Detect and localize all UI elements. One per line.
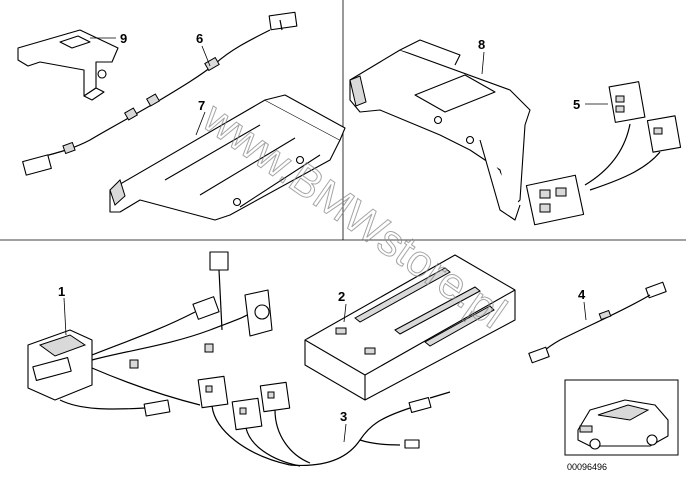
part-4-cable[interactable] (528, 281, 667, 364)
callout-5: 5 (573, 97, 580, 112)
callout-3: 3 (340, 409, 347, 424)
part-6-cable[interactable] (22, 11, 298, 176)
part-3-harness[interactable] (197, 375, 451, 467)
callout-3-leader (343, 423, 347, 443)
callout-7: 7 (198, 98, 205, 113)
callout-6-leader (201, 45, 211, 67)
callout-1: 1 (58, 284, 65, 299)
callout-8: 8 (478, 37, 485, 52)
part-1-harness[interactable] (27, 251, 273, 417)
callout-2: 2 (338, 289, 345, 304)
reference-code: 00096496 (567, 462, 607, 472)
callout-9: 9 (120, 31, 127, 46)
callout-1-leader (63, 297, 67, 336)
callout-2-leader (343, 303, 347, 323)
callout-4: 4 (578, 287, 586, 302)
callout-6: 6 (196, 31, 203, 46)
part-9-bracket[interactable] (17, 29, 119, 101)
part-2-module[interactable] (304, 254, 516, 401)
part-7-shelf[interactable] (109, 94, 346, 221)
vehicle-thumbnail (564, 379, 679, 456)
callout-4-leader (583, 301, 587, 321)
callout-7-leader (195, 111, 206, 136)
callout-8-leader (481, 51, 485, 75)
part-5-harness[interactable] (525, 81, 682, 226)
part-8-bracket[interactable] (349, 39, 531, 221)
